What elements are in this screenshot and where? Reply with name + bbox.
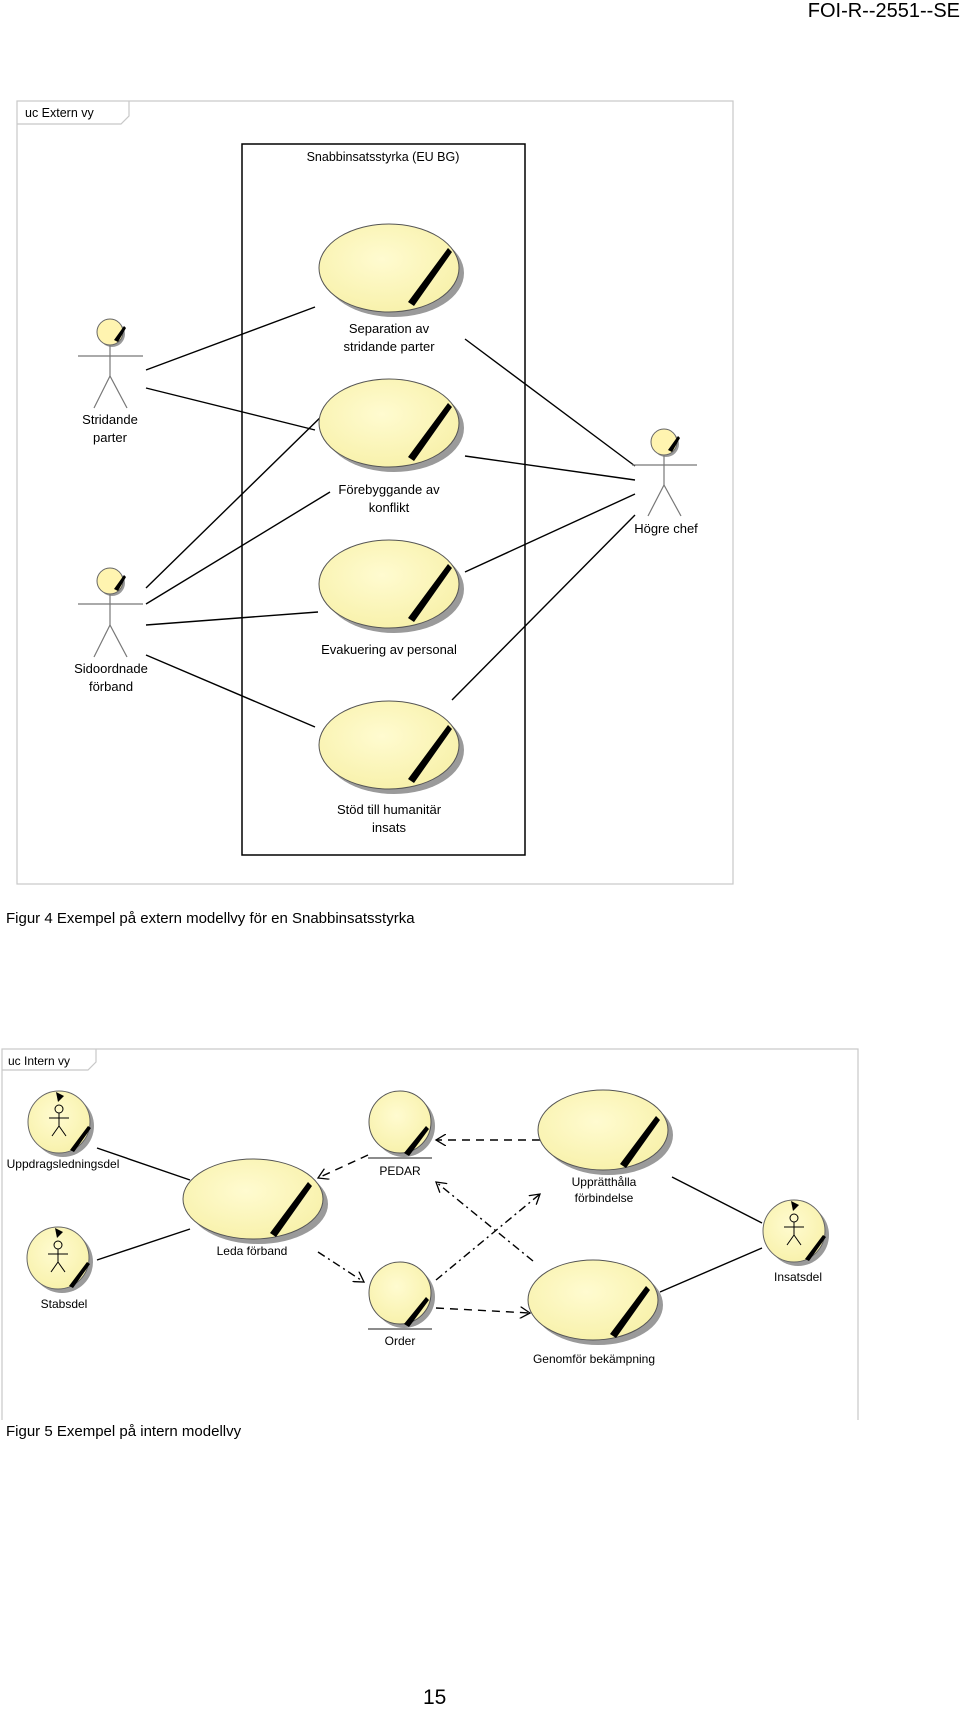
object-label: Order	[385, 1334, 416, 1348]
document-id: FOI-R--2551--SE	[807, 0, 960, 22]
use-case-evakuering: Evakuering av personal	[318, 539, 464, 657]
frame-label: uc Intern vy	[8, 1054, 70, 1068]
actor-uppdragsledningsdel: Uppdragsledningsdel	[7, 1090, 120, 1171]
associations	[145, 306, 636, 728]
use-case-label: Genomför bekämpning	[533, 1352, 655, 1366]
frame-label: uc Extern vy	[25, 106, 95, 120]
actor-sidoordnade-forband: Sidoordnade förband	[74, 567, 148, 694]
actor-label: Uppdragsledningsdel	[7, 1157, 120, 1171]
use-case-label: Separation av	[349, 321, 430, 336]
figure-4-caption: Figur 4 Exempel på extern modellvy för e…	[6, 910, 415, 927]
object-pedar: PEDAR	[368, 1090, 435, 1178]
use-case-separation: Separation av stridande parter	[318, 223, 464, 354]
frame-intern-vy: uc Intern vy	[1, 1048, 859, 1420]
use-case-leda-forband: Leda förband	[182, 1158, 328, 1258]
object-order: Order	[368, 1261, 435, 1348]
actor-label: parter	[93, 430, 128, 445]
actor-label: Stridande	[82, 412, 138, 427]
page-number: 15	[423, 1686, 447, 1709]
actor-label: Högre chef	[634, 521, 698, 536]
system-boundary: Snabbinsatsstyrka (EU BG)	[241, 143, 526, 856]
actor-label: förband	[89, 679, 133, 694]
actor-label: Insatsdel	[774, 1270, 822, 1284]
use-case-stod: Stöd till humanitär insats	[318, 700, 464, 835]
figure-5-caption: Figur 5 Exempel på intern modellvy	[6, 1423, 242, 1440]
use-case-label: Leda förband	[217, 1244, 288, 1258]
actor-stabsdel: Stabsdel	[26, 1226, 93, 1311]
actor-label: Sidoordnade	[74, 661, 148, 676]
use-case-label: Upprätthålla	[572, 1175, 637, 1189]
use-case-genomfor-bekampning: Genomför bekämpning	[527, 1259, 663, 1366]
figure-4-diagram: uc Extern vy Snabbinsatsstyrka (EU BG) S…	[16, 100, 734, 885]
object-label: PEDAR	[379, 1164, 421, 1178]
use-case-uppratthalla-forbindelse: Upprätthålla förbindelse	[537, 1089, 673, 1205]
actor-insatsdel: Insatsdel	[762, 1199, 829, 1284]
use-case-label: Förebyggande av	[338, 482, 440, 497]
dependencies	[318, 1140, 540, 1313]
use-case-label: stridande parter	[343, 339, 435, 354]
use-case-label: förbindelse	[575, 1191, 634, 1205]
use-case-label: Stöd till humanitär	[337, 802, 442, 817]
use-case-label: insats	[372, 820, 406, 835]
actor-label: Stabsdel	[41, 1297, 88, 1311]
use-case-label: konflikt	[369, 500, 410, 515]
figure-5-diagram: uc Intern vy Uppdragsledningsdel	[1, 1048, 859, 1420]
actor-stridande-parter: Stridande parter	[78, 318, 143, 445]
associations	[96, 1147, 763, 1293]
use-case-forebyggande: Förebyggande av konflikt	[318, 378, 464, 515]
use-case-label: Evakuering av personal	[321, 642, 457, 657]
actor-hogre-chef: Högre chef	[632, 428, 698, 536]
system-label: Snabbinsatsstyrka (EU BG)	[307, 150, 460, 164]
